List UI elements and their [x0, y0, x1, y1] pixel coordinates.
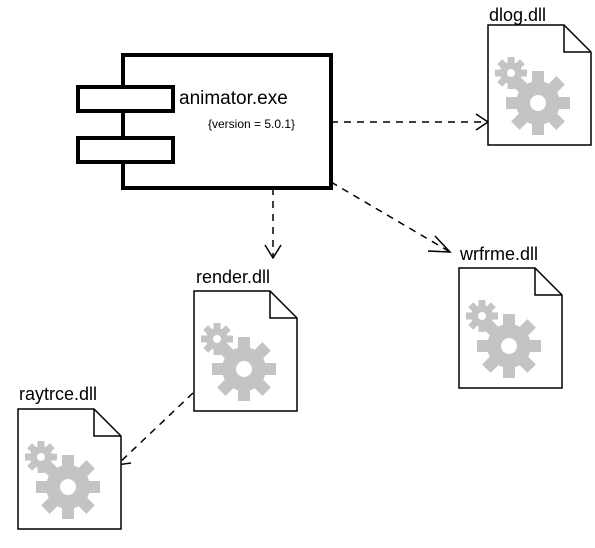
arrowhead-wrfrme: [427, 235, 452, 253]
dependency-to-wrfrme: [330, 181, 451, 253]
artifact-raytrce-label: raytrce.dll: [19, 384, 97, 404]
artifact-render[interactable]: render.dll: [194, 267, 297, 411]
component-name: animator.exe: [179, 88, 288, 109]
artifact-wrfrme-label: wrfrme.dll: [459, 244, 538, 264]
arrowhead-render: [264, 244, 282, 260]
animator-component[interactable]: animator.exe {version = 5.0.1}: [76, 53, 333, 190]
component-port-bottom: [76, 136, 175, 164]
component-tag: {version = 5.0.1}: [208, 117, 295, 131]
component-port-top: [76, 85, 175, 113]
artifact-dlog[interactable]: dlog.dll: [488, 5, 591, 145]
artifact-dlog-label: dlog.dll: [489, 5, 546, 25]
dependency-to-raytrce: [116, 392, 194, 466]
artifact-wrfrme[interactable]: wrfrme.dll: [459, 244, 562, 388]
artifact-raytrce[interactable]: raytrce.dll: [18, 384, 121, 529]
artifact-render-label: render.dll: [196, 267, 270, 287]
